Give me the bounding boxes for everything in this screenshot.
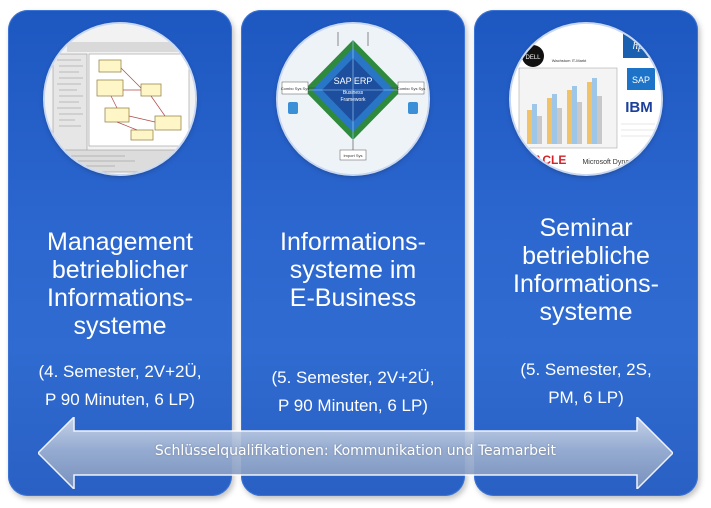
hp-logo-text: hp <box>633 40 645 52</box>
course-details: (4. Semester, 2V+2Ü, P 90 Minuten, 6 LP) <box>38 362 202 409</box>
combo-right-label: Combo Sys Sys <box>397 86 425 91</box>
course-title: Informations- systeme im E-Business <box>280 228 426 312</box>
sap-erp-label: SAP ERP <box>334 76 373 86</box>
course-panel-ebusiness: SAP ERP Business Framework Combo Sys Sys… <box>241 10 465 496</box>
key-qualifications-label: Schlüsselqualifikationen: Kommunikation … <box>154 443 557 459</box>
uml-diagram-screenshot <box>45 24 195 174</box>
oracle-logo-text: ORACLE <box>516 153 567 167</box>
chart-heading: Wachstum IT-Markt <box>552 58 587 63</box>
course-title: Seminar betriebliche Informations- syste… <box>513 214 659 326</box>
course-panel-management: Management betrieblicher Informations- s… <box>8 10 232 496</box>
combo-left-label: Combo Sys Sys <box>281 86 309 91</box>
business-label: Business <box>343 90 364 96</box>
import-label: Import Sys <box>343 153 362 158</box>
course-panel-seminar: DELL Wachstum IT-Markt hp SAP IBM ORACLE… <box>474 10 698 496</box>
microsoft-logo-text: Microsoft Dynamics <box>582 159 644 166</box>
sap-erp-architecture-image: SAP ERP Business Framework Combo Sys Sys… <box>278 24 428 174</box>
double-arrow <box>38 417 673 489</box>
course-details: (5. Semester, 2S, PM, 6 LP) <box>520 360 652 407</box>
course-title: Management betrieblicher Informations- s… <box>47 228 193 340</box>
ibm-logo-text: IBM <box>625 99 653 116</box>
dell-logo-text: DELL <box>525 55 541 61</box>
course-details: (5. Semester, 2V+2Ü, P 90 Minuten, 6 LP) <box>271 368 435 415</box>
sap-logo-text: SAP <box>632 75 650 85</box>
framework-label: Framework <box>340 97 366 103</box>
it-vendor-logos-image: DELL Wachstum IT-Markt hp SAP IBM ORACLE… <box>511 24 661 174</box>
